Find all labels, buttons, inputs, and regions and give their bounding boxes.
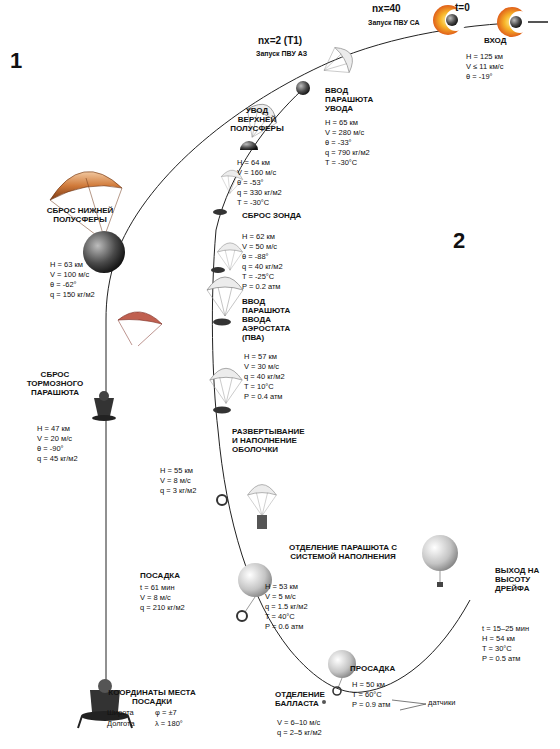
parameter-value: V = 8 м/с: [160, 476, 191, 486]
parameter-value: q = 330 кг/м2: [237, 188, 282, 198]
trajectory-2: [212, 90, 470, 692]
parameter-value: T = -30°C: [237, 198, 269, 208]
parameter-value: θ = -62°: [50, 280, 77, 290]
parameter-value: H = 125 км: [466, 52, 503, 62]
parameter-value: T = 60°C: [352, 690, 382, 700]
parameter-value: H = 63 км: [50, 260, 83, 270]
parameter-value: V = 8 м/с: [140, 593, 171, 603]
parameter-value: H = 50 км: [352, 680, 385, 690]
parachutes-2: [207, 42, 358, 529]
step-heading: ОТДЕЛЕНИЕ БАЛЛАСТА: [275, 690, 335, 708]
event-note: Запуск ПВУ АЗ: [256, 50, 307, 57]
balloons: [237, 535, 458, 704]
parameter-value: t = 15–25 мин: [482, 624, 529, 634]
coordinate-value: λ = 180°: [155, 719, 183, 728]
parameter-value: θ = -90°: [37, 444, 64, 454]
parameter-value: H = 65 км: [325, 118, 358, 128]
parameter-value: V = 20 м/с: [37, 434, 72, 444]
parameter-value: H = 64 км: [237, 158, 270, 168]
coordinate-name: Долгота: [107, 719, 135, 728]
step-heading: ВХОД: [484, 36, 506, 45]
parameter-value: θ = -33°: [325, 138, 352, 148]
trajectory-1: [106, 22, 548, 700]
parameter-value: V = 6–10 м/с: [277, 718, 320, 728]
parameter-value: H = 47 км: [37, 424, 70, 434]
sensor-label: датчики: [428, 698, 455, 707]
step-heading: ПОСАДКА: [140, 571, 180, 580]
parameter-value: q = 790 кг/м2: [325, 148, 370, 158]
overload-label: nx=40: [372, 3, 401, 14]
parameter-value: H = 54 км: [482, 634, 515, 644]
step-heading: ПРОСАДКА: [350, 664, 395, 673]
step-heading: СБРОС НИЖНЕЙ ПОЛУСФЕРЫ: [44, 206, 116, 224]
step-heading: СБРОС ЗОНДА: [242, 211, 301, 220]
parameter-value: V = 50 м/с: [242, 242, 277, 252]
parameter-value: T = 40°C: [265, 612, 295, 622]
parameter-value: θ = -19°: [466, 72, 493, 82]
parameter-value: T = 10°C: [244, 382, 274, 392]
parameter-value: q = 1.5 кг/м2: [265, 602, 308, 612]
parameter-value: V = 100 м/с: [50, 270, 89, 280]
step-heading: ВВОД ПАРАШЮТА ВВОДА АЭРОСТАТА (ПВА): [242, 297, 314, 342]
parameter-value: H = 53 км: [265, 582, 298, 592]
overload-label: nx=2 (T1): [258, 35, 302, 46]
branch-number: 2: [453, 228, 465, 254]
parameter-value: q = 150 кг/м2: [50, 290, 95, 300]
lander-branch-1: [50, 172, 162, 728]
parameter-value: T = 30°C: [482, 644, 512, 654]
step-heading: СБРОС ТОРМОЗНОГО ПАРАШЮТА: [14, 370, 96, 397]
step-heading: КООРДИНАТЫ МЕСТА ПОСАДКИ: [104, 688, 200, 706]
parameter-value: q = 40 кг/м2: [244, 372, 285, 382]
parameter-value: H = 62 км: [242, 232, 275, 242]
parameter-value: V = 5 м/с: [265, 592, 296, 602]
coordinate-name: Широта: [107, 708, 134, 717]
parameter-value: H = 55 км: [160, 466, 193, 476]
parameter-value: T = -30°C: [325, 158, 357, 168]
parameter-value: P = 0.6 атм: [265, 622, 304, 632]
parameter-value: V ≤ 11 км/с: [466, 62, 503, 72]
branch-number: 1: [10, 48, 22, 74]
parameter-value: P = 0.4 атм: [244, 392, 283, 402]
parameter-value: q = 210 кг/м2: [140, 603, 185, 613]
time-label: t=0: [455, 2, 470, 13]
parameter-value: H = 57 км: [244, 352, 277, 362]
sensor-leader: [392, 700, 426, 710]
coordinate-value: φ = ±7: [155, 708, 177, 717]
parameter-value: q = 45 кг/м2: [37, 454, 78, 464]
parameter-value: T = -25°C: [242, 272, 274, 282]
parameter-value: P = 0.5 атм: [482, 654, 521, 664]
step-heading: РАЗВЕРТЫВАНИЕ И НАПОЛНЕНИЕ ОБОЛОЧКИ: [232, 427, 312, 454]
parameter-value: V = 280 м/с: [325, 128, 364, 138]
parameter-value: q = 40 кг/м2: [242, 262, 283, 272]
parameter-value: θ = -88°: [242, 252, 269, 262]
parameter-value: q = 3 кг/м2: [160, 486, 196, 496]
parameter-value: P = 0.9 атм: [352, 700, 391, 710]
step-heading: ВВОД ПАРАШЮТА УВОДА: [325, 86, 387, 113]
event-note: Запуск ПВУ СА: [368, 19, 420, 26]
parameter-value: V = 160 м/с: [237, 168, 276, 178]
parameter-value: t = 61 мин: [140, 583, 175, 593]
parameter-value: V = 30 м/с: [244, 362, 279, 372]
parameter-value: θ = -53°: [237, 178, 264, 188]
step-heading: ВЫХОД НА ВЫСОТУ ДРЕЙФА: [495, 566, 545, 593]
parameter-value: q = 2–5 кг/м2: [277, 728, 322, 738]
entry-capsule: [433, 5, 548, 37]
step-heading: ОТДЕЛЕНИЕ ПАРАШЮТА С СИСТЕМОЙ НАПОЛНЕНИЯ: [278, 543, 408, 561]
step-heading: УВОД ВЕРХНЕЙ ПОЛУСФЕРЫ: [226, 106, 288, 133]
parameter-value: P = 0.2 атм: [242, 282, 281, 292]
